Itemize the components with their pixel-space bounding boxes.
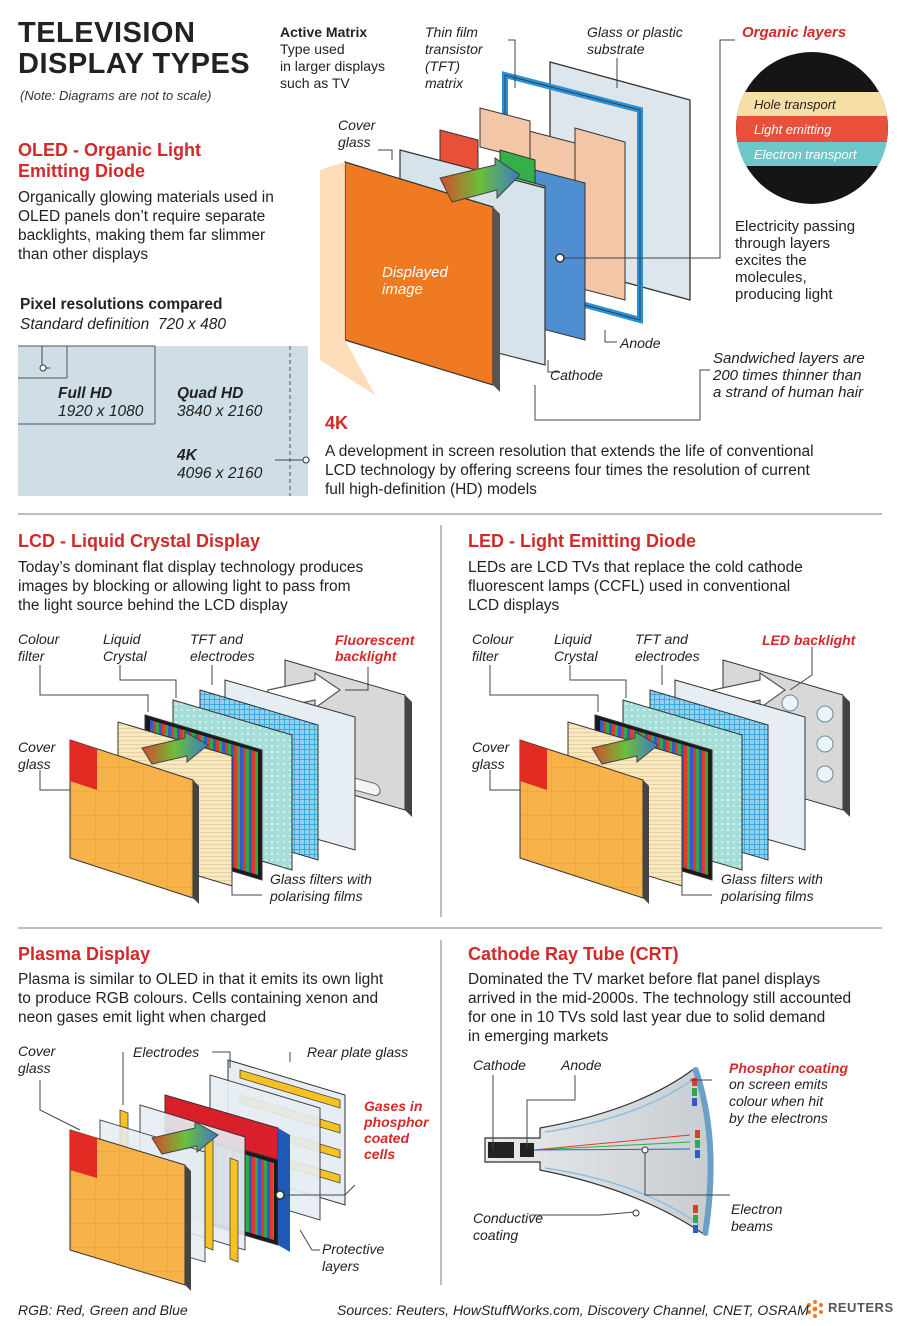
led-description: LEDs are LCD TVs that replace the cold c… bbox=[468, 559, 803, 614]
oled-diagram bbox=[320, 39, 888, 421]
divider-mid-vertical-2 bbox=[440, 940, 442, 1285]
4k-title: 4K bbox=[325, 413, 349, 433]
lcd-diagram bbox=[39, 659, 412, 904]
anode-label: Anode bbox=[620, 335, 661, 351]
scale-note: (Note: Diagrams are not to scale) bbox=[20, 88, 212, 103]
rgb-footnote: RGB: Red, Green and Blue bbox=[18, 1302, 188, 1318]
lcd-title: LCD - Liquid Crystal Display bbox=[18, 531, 261, 551]
sd-resolution: Standard definition 720 x 480 bbox=[20, 316, 226, 333]
divider-middle bbox=[18, 927, 882, 929]
crt-title: Cathode Ray Tube (CRT) bbox=[468, 944, 679, 964]
active-matrix-label: Active Matrix Type used in larger displa… bbox=[280, 24, 386, 91]
plasma-description: Plasma is similar to OLED in that it emi… bbox=[18, 971, 384, 1026]
plasma-diagram bbox=[39, 1051, 356, 1291]
title-line-2: DISPLAY TYPES bbox=[18, 48, 251, 80]
led-title: LED - Light Emitting Diode bbox=[468, 531, 696, 551]
fullhd-resolution: Full HD 1920 x 1080 bbox=[58, 385, 144, 420]
organic-layers-label: Organic layers bbox=[742, 24, 847, 41]
electrodes-label: Electrodes bbox=[133, 1044, 200, 1060]
lcd-description: Today’s dominant flat display technology… bbox=[18, 559, 364, 614]
resolutions-title: Pixel resolutions compared bbox=[20, 296, 223, 313]
quadhd-resolution: Quad HD 3840 x 2160 bbox=[177, 385, 263, 420]
phosphor-label: Phosphor coating on screen emits colour … bbox=[729, 1060, 848, 1126]
crt-cathode-label: Cathode bbox=[473, 1057, 526, 1073]
light-emitting-label: Light emitting bbox=[754, 122, 832, 137]
led-backlight-label: LED backlight bbox=[762, 632, 856, 648]
4k-description: A development in screen resolution that … bbox=[325, 443, 814, 498]
divider-top bbox=[18, 513, 882, 515]
oled-title: OLED - Organic Light Emitting Diode bbox=[18, 140, 201, 181]
crt-anode-label: Anode bbox=[561, 1057, 602, 1073]
plasma-title: Plasma Display bbox=[18, 944, 151, 964]
sources-footnote: Sources: Reuters, HowStuffWorks.com, Dis… bbox=[337, 1302, 809, 1318]
cathode-label: Cathode bbox=[550, 367, 603, 383]
crt-description: Dominated the TV market before flat pane… bbox=[468, 971, 852, 1045]
crt-diagram bbox=[484, 1067, 730, 1237]
reuters-logo-mark bbox=[807, 1300, 823, 1318]
resolution-boxes bbox=[18, 345, 310, 496]
rear-plate-label: Rear plate glass bbox=[307, 1044, 409, 1060]
divider-mid-vertical-1 bbox=[440, 525, 442, 917]
4k-resolution: 4K 4096 x 2160 bbox=[177, 447, 263, 482]
led-diagram bbox=[489, 647, 850, 904]
hole-transport-label: Hole transport bbox=[754, 97, 836, 112]
reuters-logo: REUTERS bbox=[828, 1300, 894, 1315]
title-line-1: TELEVISION bbox=[18, 17, 196, 49]
page-title: TELEVISION DISPLAY TYPES bbox=[18, 18, 250, 80]
electron-transport-label: Electron transport bbox=[754, 147, 857, 162]
